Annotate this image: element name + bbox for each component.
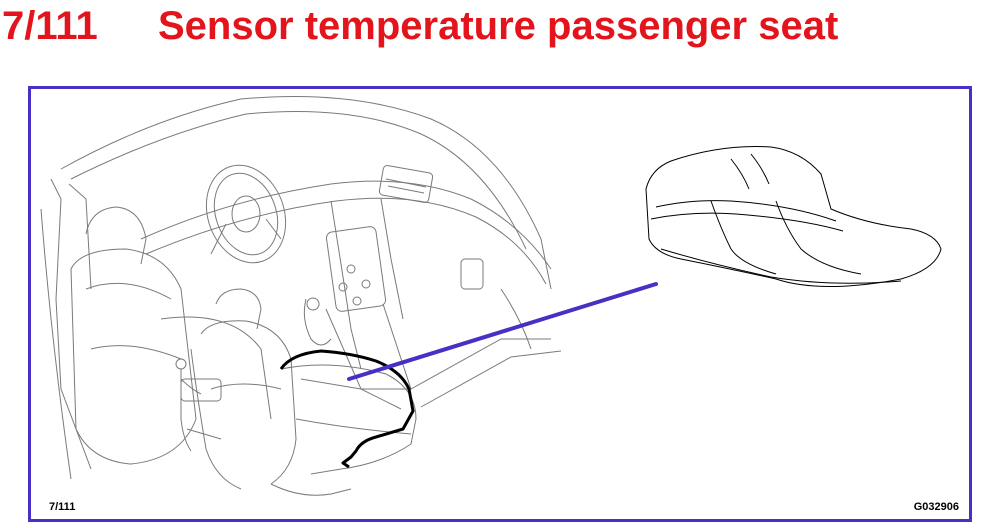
page-title: Sensor temperature passenger seat xyxy=(158,4,839,48)
seat-cushion-illustration xyxy=(645,146,942,287)
leader-line xyxy=(347,282,658,381)
figure-ref-left: 7/111 xyxy=(49,501,76,513)
figure-ref-right: G032906 xyxy=(913,501,959,513)
car-interior-illustration xyxy=(40,96,562,496)
sensor-wire xyxy=(279,349,415,469)
diagram-illustration xyxy=(40,96,942,496)
page-header: 7/111 Sensor temperature passenger seat xyxy=(0,0,986,60)
diagram-frame: 7/111 G032906 xyxy=(28,86,972,522)
diagram-code: 7/111 xyxy=(2,4,98,48)
